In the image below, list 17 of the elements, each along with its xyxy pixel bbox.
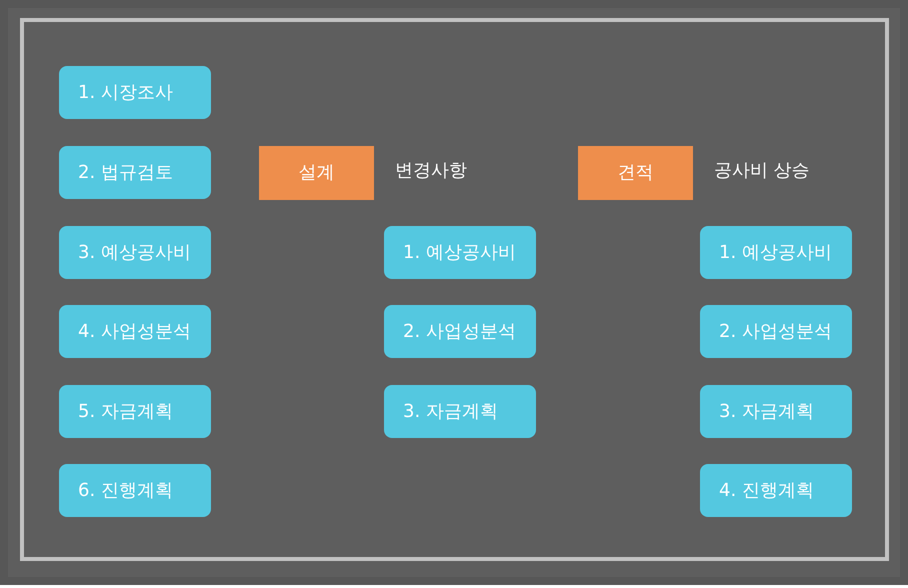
process-box: 3. 자금계획	[384, 385, 536, 438]
process-box: 1. 예상공사비	[700, 226, 852, 279]
process-box: 2. 사업성분석	[384, 305, 536, 358]
process-box: 4. 사업성분석	[59, 305, 211, 358]
side-note: 공사비 상승	[714, 160, 810, 182]
process-box: 3. 자금계획	[700, 385, 852, 438]
side-note: 변경사항	[395, 160, 467, 182]
process-box: 3. 예상공사비	[59, 226, 211, 279]
process-box: 5. 자금계획	[59, 385, 211, 438]
process-box: 6. 진행계획	[59, 464, 211, 517]
phase-box: 견적	[578, 146, 693, 200]
process-box: 1. 예상공사비	[384, 226, 536, 279]
process-box: 2. 사업성분석	[700, 305, 852, 358]
process-box: 1. 시장조사	[59, 66, 211, 119]
phase-box: 설계	[259, 146, 374, 200]
process-box: 4. 진행계획	[700, 464, 852, 517]
process-box: 2. 법규검토	[59, 146, 211, 199]
